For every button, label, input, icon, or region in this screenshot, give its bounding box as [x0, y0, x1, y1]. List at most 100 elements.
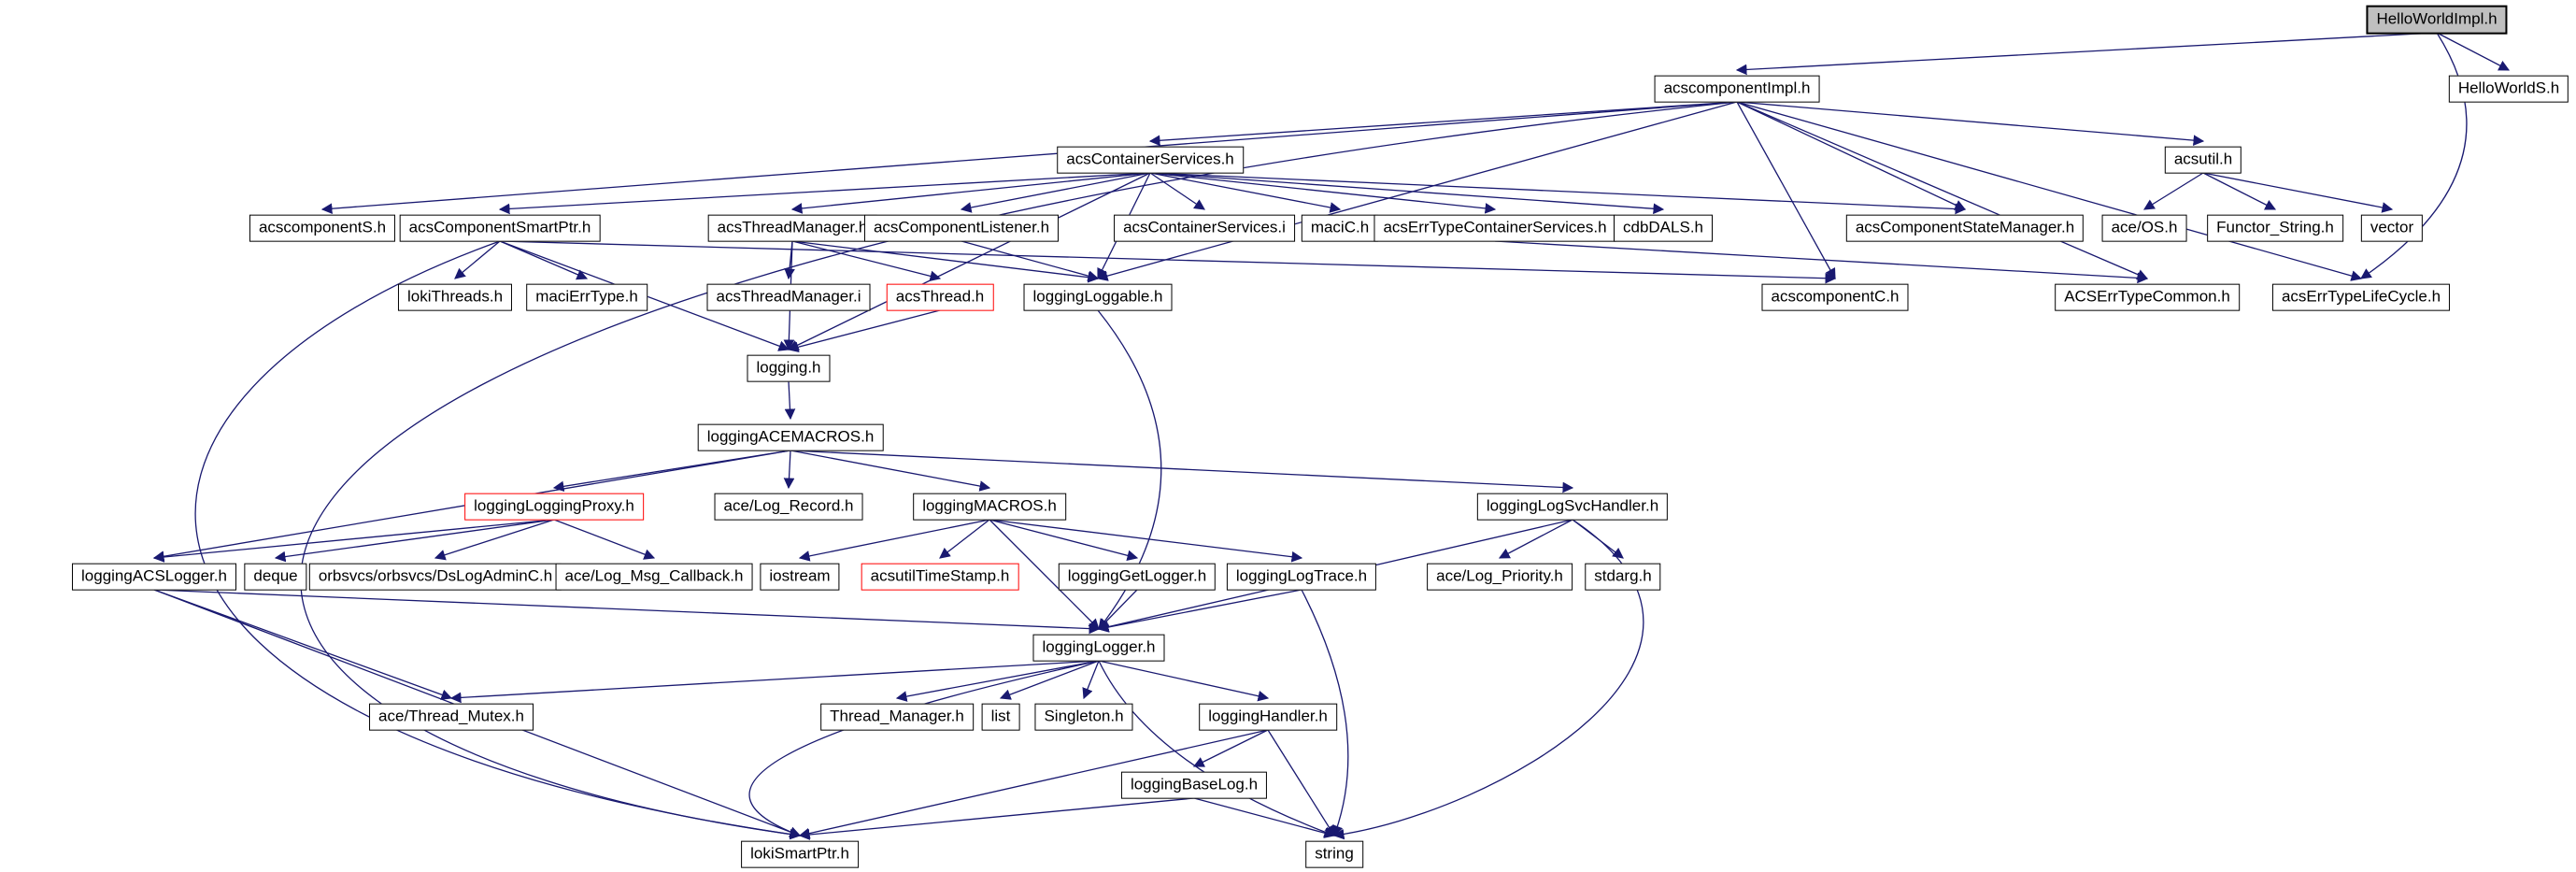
node-acscomponentc[interactable]: acscomponentC.h [1761, 283, 1909, 311]
node-logginglogsvchandler[interactable]: loggingLogSvcHandler.h [1476, 493, 1669, 521]
edge-acsutil-to-functorstring [2202, 172, 2277, 210]
node-deque[interactable]: deque [244, 563, 307, 591]
node-threadmanager[interactable]: Thread_Manager.h [820, 703, 974, 731]
node-loggingloggingproxy[interactable]: loggingLoggingProxy.h [464, 493, 644, 521]
node-acscontainerservicesi[interactable]: acsContainerServices.i [1114, 214, 1295, 242]
edge-loggingmacros-to-logginglogtrace [989, 519, 1303, 563]
node-loggingbaselog[interactable]: loggingBaseLog.h [1120, 771, 1268, 799]
node-singleton[interactable]: Singleton.h [1034, 703, 1133, 731]
node-functorstring[interactable]: Functor_String.h [2207, 214, 2343, 242]
edge-logginglogger-to-list [999, 660, 1100, 700]
edge-loggingacemacros-to-logginglogsvchandler [790, 450, 1574, 493]
edge-acserrtypecontainerservices-to-acserrtypecommon [1494, 240, 2149, 284]
edge-logginglogger-to-string [1098, 660, 1336, 837]
node-logging[interactable]: logging.h [747, 354, 831, 382]
node-acserrtypelifecycle[interactable]: acsErrTypeLifeCycle.h [2271, 283, 2451, 311]
edge-acscomponentlistener-to-loggingloggable [961, 240, 1100, 281]
edge-acscomponentsmartptr-to-lokithreads [454, 240, 501, 279]
edge-logginglogtrace-to-string [1301, 589, 1349, 837]
node-acethreadmutex[interactable]: ace/Thread_Mutex.h [369, 703, 534, 731]
edge-acsutil-to-vector [2202, 172, 2394, 213]
node-acelogpriority[interactable]: ace/Log_Priority.h [1427, 563, 1573, 591]
edge-logginghandler-to-lokismartptr [798, 729, 1269, 839]
edge-acscomponentimpl-to-acserrtypelifecycle [1736, 101, 2363, 281]
node-acscomponentstatemanager[interactable]: acsComponentStateManager.h [1845, 214, 2085, 242]
edge-acsthreadmanager-to-acsthread [791, 240, 942, 282]
node-aceos[interactable]: ace/OS.h [2101, 214, 2187, 242]
node-helloworlds[interactable]: HelloWorldS.h [2448, 75, 2569, 103]
edge-loggingmacros-to-logginglogger [989, 519, 1100, 630]
node-dslogadminc[interactable]: orbsvcs/orbsvcs/DsLogAdminC.h [308, 563, 562, 591]
node-acscomponentsmartptr[interactable]: acsComponentSmartPtr.h [399, 214, 601, 242]
node-acscomponentlistener[interactable]: acsComponentListener.h [863, 214, 1060, 242]
edge-loggingbaselog-to-string [1193, 797, 1336, 838]
edge-acscomponentsmartptr-to-lokismartptr [194, 240, 802, 840]
node-acelogrecord[interactable]: ace/Log_Record.h [714, 493, 863, 521]
edge-acscontainerservices-to-acsthreadmanager [790, 172, 1151, 214]
node-list[interactable]: list [981, 703, 1020, 731]
edge-logginglogger-to-logginghandler [1098, 660, 1270, 702]
node-acscomponentimpl[interactable]: acscomponentImpl.h [1654, 75, 1820, 103]
node-logginggetlogger[interactable]: loggingGetLogger.h [1058, 563, 1217, 591]
edge-acscomponentimpl-to-acscomponentc [1736, 101, 1836, 280]
edge-logginghandler-to-string [1267, 729, 1335, 836]
node-acserrtypecontainerservices[interactable]: acsErrTypeContainerServices.h [1373, 214, 1616, 242]
edge-acscomponentimpl-to-acscomponents [320, 101, 1738, 215]
node-helloworldimpl[interactable]: HelloWorldImpl.h [2366, 5, 2508, 35]
node-acsthread[interactable]: acsThread.h [886, 283, 994, 311]
edge-acsthreadmanager-to-loggingloggable [791, 240, 1100, 283]
edge-loggingacemacros-to-acelogrecord [783, 450, 795, 490]
edge-loggingloggingproxy-to-acelogmsgcallback [553, 519, 656, 560]
node-logginghandler[interactable]: loggingHandler.h [1199, 703, 1337, 731]
edge-acscontainerservices-to-acscomponentsmartptr [498, 172, 1151, 215]
node-loggingmacros[interactable]: loggingMACROS.h [913, 493, 1066, 521]
edge-helloworldimpl-to-acserrtypelifecycle [2360, 32, 2468, 279]
node-acsthreadmanager[interactable]: acsThreadManager.h [707, 214, 877, 242]
node-string[interactable]: string [1305, 840, 1363, 868]
edge-loggingacslogger-to-logginglogger [153, 589, 1101, 635]
edge-logginglogger-to-acethreadmutex [449, 660, 1100, 704]
node-acsutiltimestamp[interactable]: acsutilTimeStamp.h [861, 563, 1019, 591]
edge-logginglogtrace-to-logginglogger [1097, 589, 1302, 633]
edge-acscomponentimpl-to-acserrtypecommon [1736, 101, 2149, 280]
node-loggingacemacros[interactable]: loggingACEMACROS.h [697, 423, 884, 451]
node-loggingacslogger[interactable]: loggingACSLogger.h [72, 563, 236, 591]
node-acscontainerservices[interactable]: acsContainerServices.h [1057, 146, 1244, 174]
edge-acscontainerservices-to-logging [787, 172, 1151, 350]
edge-acscontainerservices-to-acserrtypecontainerservices [1149, 172, 1497, 214]
edge-acscontainerservices-to-cdbdals [1149, 172, 1665, 215]
node-loggingloggable[interactable]: loggingLoggable.h [1023, 283, 1173, 311]
edge-logginglogger-to-threadmanager [895, 660, 1100, 702]
node-acscomponents[interactable]: acscomponentS.h [249, 214, 396, 242]
edge-loggingloggingproxy-to-deque [274, 519, 555, 563]
node-macic[interactable]: maciC.h [1301, 214, 1379, 242]
edge-acscomponentimpl-to-lokismartptr [300, 101, 1738, 840]
node-acsthreadmanageri[interactable]: acsThreadManager.i [706, 283, 871, 311]
node-acserrtypecommon[interactable]: ACSErrTypeCommon.h [2055, 283, 2240, 311]
node-vector[interactable]: vector [2360, 214, 2424, 242]
edge-acscomponentimpl-to-loggingloggable [1096, 101, 1738, 281]
edge-loggingmacros-to-acsutiltimestamp [939, 519, 990, 559]
node-logginglogger[interactable]: loggingLogger.h [1032, 634, 1165, 662]
node-logginglogtrace[interactable]: loggingLogTrace.h [1226, 563, 1377, 591]
node-macierrtype[interactable]: maciErrType.h [526, 283, 648, 311]
node-cdbdals[interactable]: cdbDALS.h [1614, 214, 1713, 242]
edge-acscomponentimpl-to-acscomponentstatemanager [1736, 101, 1967, 210]
node-iostream[interactable]: iostream [760, 563, 840, 591]
edge-acscontainerservices-to-acscontainerservicesi [1149, 172, 1205, 210]
node-lokithreads[interactable]: lokiThreads.h [397, 283, 513, 311]
edge-acscomponentimpl-to-acscontainerservices [1148, 101, 1738, 147]
edge-acsutil-to-aceos [2143, 172, 2204, 210]
node-lokismartptr[interactable]: lokiSmartPtr.h [741, 840, 859, 868]
edge-acscontainerservices-to-acscomponentstatemanager [1149, 172, 1967, 215]
edge-logginglogger-to-lokismartptr [748, 660, 1100, 837]
node-stdarg[interactable]: stdarg.h [1585, 563, 1661, 591]
edge-acscomponentimpl-to-acsutil [1736, 101, 2205, 146]
edge-acscomponentsmartptr-to-acscomponentc [499, 240, 1837, 284]
edge-loggingbaselog-to-lokismartptr [798, 797, 1195, 840]
edge-acscontainerservices-to-acscomponentlistener [960, 172, 1151, 213]
node-acelogmsgcallback[interactable]: ace/Log_Msg_Callback.h [555, 563, 753, 591]
node-acsutil[interactable]: acsutil.h [2164, 146, 2242, 174]
